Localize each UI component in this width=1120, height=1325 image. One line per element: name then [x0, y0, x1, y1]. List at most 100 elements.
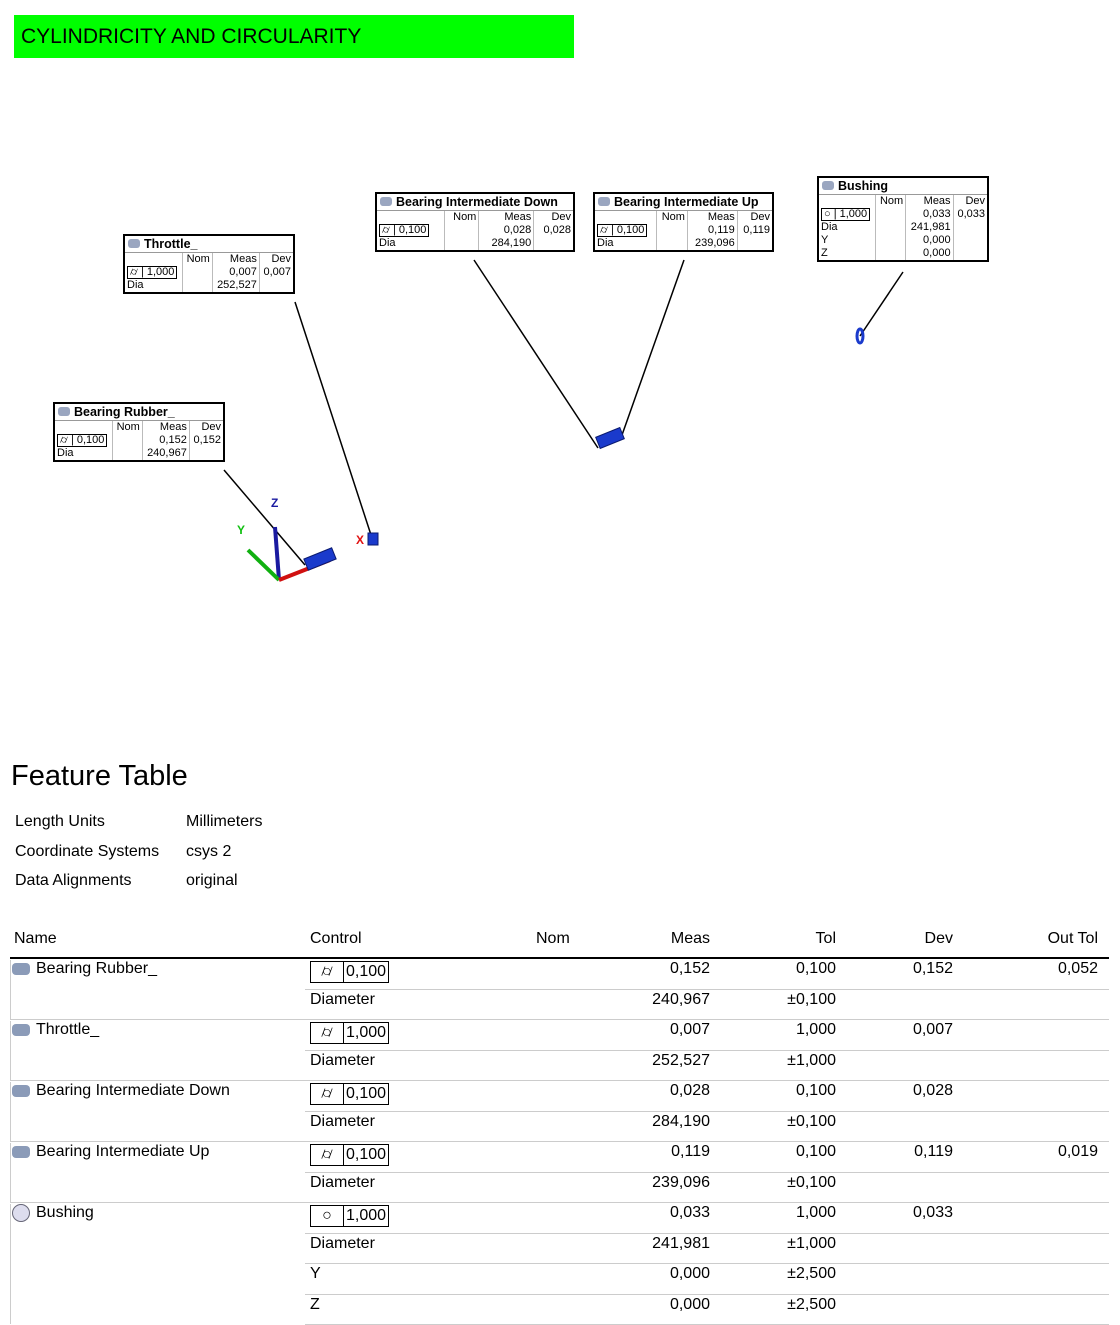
feature-control-frame: ⌭ | 0,100: [597, 224, 648, 237]
blank: [55, 421, 113, 434]
blank: [595, 211, 656, 224]
column-header-tol[interactable]: Tol: [815, 930, 836, 947]
callout-name: Throttle_: [144, 237, 198, 251]
fcf-box: ⌭0,100: [310, 1144, 390, 1166]
fcf-box: ⌭0,100: [310, 1083, 390, 1105]
feature-name[interactable]: Bearing Intermediate Down: [12, 1082, 230, 1100]
callout-name: Bushing: [838, 179, 888, 193]
column-header-meas[interactable]: Meas: [670, 930, 710, 947]
nom-header: Nom: [112, 421, 143, 434]
feature-name-label: Bearing Rubber_: [36, 960, 157, 977]
column-header-nom[interactable]: Nom: [536, 930, 570, 947]
fcf-box: ⌭0,100: [310, 961, 390, 983]
meta-label: Coordinate Systems: [15, 842, 160, 860]
dia-value: 284,190: [478, 237, 534, 250]
axis-value: 0,000: [905, 234, 954, 247]
control-label: Diameter: [310, 1051, 375, 1069]
callout-title: Bearing Rubber_: [55, 404, 223, 421]
control-label: Diameter: [310, 1112, 375, 1130]
tol-value: 0,100: [795, 1082, 836, 1099]
callout-row: Y 0,000: [819, 234, 987, 247]
meta-value: csys 2: [186, 842, 232, 860]
feature-name-label: Bearing Intermediate Down: [36, 1082, 230, 1099]
nom-value: [655, 224, 688, 237]
bearing-rubber-cylinder: [303, 547, 337, 571]
dia-value: 239,096: [686, 237, 738, 250]
meas-value: 241,981: [652, 1234, 710, 1252]
meas-header: Meas: [478, 211, 534, 224]
tol-value: 1,000: [795, 1204, 836, 1221]
dev-header: Dev: [952, 195, 987, 208]
tol-value: 0,100: [795, 1143, 836, 1160]
dev-value: 0,028: [533, 224, 573, 237]
column-header-control[interactable]: Control: [310, 930, 362, 947]
axis-label: Y: [821, 234, 829, 246]
meas-value: 240,967: [652, 990, 710, 1008]
dev-value: [952, 221, 987, 234]
cylindricity-symbol: ⌭: [311, 962, 344, 982]
tol-value: 1,000: [795, 1021, 836, 1038]
bearing-intermediate-cylinder: [595, 426, 625, 450]
cad-viewport[interactable]: Z Y X: [0, 0, 1120, 700]
nom-value: [112, 447, 143, 460]
feature-name[interactable]: Bearing Intermediate Up: [12, 1143, 209, 1161]
dia-label: Dia: [821, 221, 838, 233]
nom-header: Nom: [875, 195, 906, 208]
tol-value: 0,100: [795, 960, 836, 977]
coordinate-axes-icon: Z Y X: [237, 496, 364, 582]
group-left-border: [10, 960, 11, 1019]
feature-name[interactable]: Bushing: [12, 1204, 94, 1222]
dev-value: 0,033: [952, 208, 987, 221]
fcf-tolerance: 1,000: [346, 1024, 387, 1041]
feature-name[interactable]: Throttle_: [12, 1021, 99, 1039]
feature-control-frame: ⌭0,100: [310, 1144, 390, 1166]
dev-value: [952, 247, 987, 260]
feature-name[interactable]: Bearing Rubber_: [12, 960, 157, 978]
dev-value: 0,033: [912, 1204, 953, 1221]
column-header-dev[interactable]: Dev: [924, 930, 953, 947]
leader-bearing-rubber: [223, 469, 306, 566]
meas-value: 0,028: [478, 224, 534, 237]
fcf-box: ○1,000: [310, 1205, 390, 1227]
leader-bushing: [859, 271, 904, 337]
meas-header: Meas: [211, 253, 260, 266]
dia-value: 241,981: [905, 221, 954, 234]
dev-value: [736, 237, 772, 250]
callout-title: Bushing: [819, 178, 987, 195]
cylindricity-symbol: ⌭: [311, 1023, 344, 1043]
cylinder-icon: [12, 962, 30, 975]
group-left-border: [10, 1021, 11, 1080]
axis-label: Z: [821, 247, 828, 259]
callout-name: Bearing Intermediate Down: [396, 195, 558, 209]
fcf-tolerance: 0,100: [346, 1085, 387, 1102]
circle-icon: [822, 181, 834, 190]
control-label: Diameter: [310, 1234, 375, 1252]
fcf-cell: ⌭ | 0,100: [377, 224, 444, 237]
row-divider: [305, 1171, 1109, 1173]
meas-value: 0,000: [669, 1265, 710, 1282]
dev-value: 0,007: [912, 1021, 953, 1038]
nom-value: [443, 237, 479, 250]
fcf-cell: ⌭ | 1,000: [125, 266, 183, 279]
column-header-out-tol[interactable]: Out Tol: [1047, 930, 1098, 947]
dev-value: 0,007: [258, 266, 293, 279]
bushing-circle: [855, 327, 865, 345]
column-header-name[interactable]: Name: [14, 930, 57, 947]
meta-value: original: [186, 872, 238, 889]
fcf-cell: ⌭ | 0,100: [55, 434, 113, 447]
meta-label: Data Alignments: [15, 872, 132, 889]
